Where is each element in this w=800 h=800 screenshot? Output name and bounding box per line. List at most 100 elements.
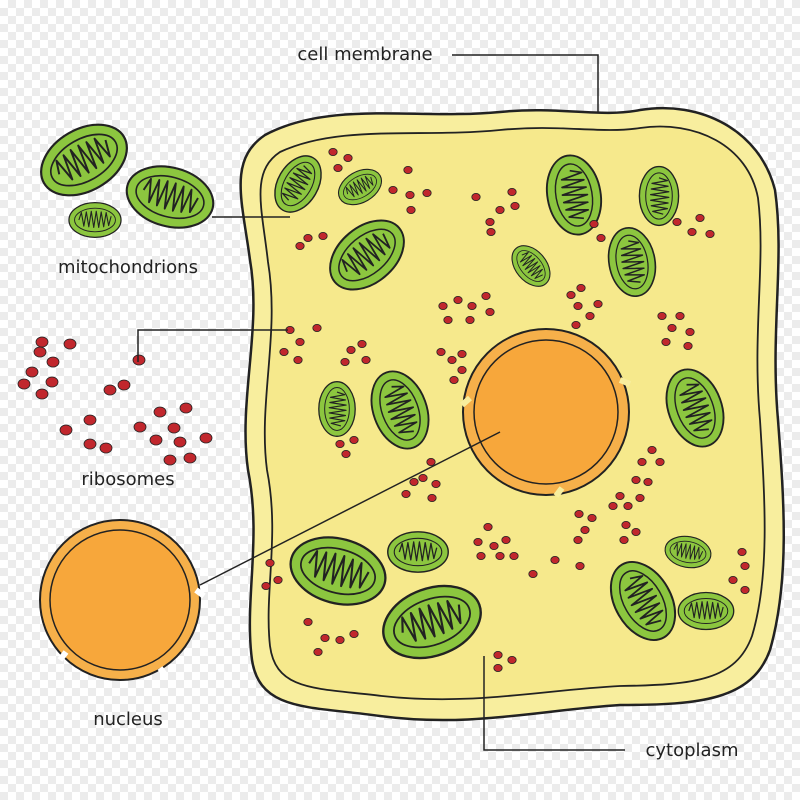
ribosome-dot-icon [261, 582, 271, 591]
ribosome-dot-icon [483, 523, 493, 532]
ribosome-dot-icon [740, 562, 750, 571]
ribosome-dot-icon [657, 311, 667, 320]
ribosome-dot-icon [163, 454, 177, 466]
ribosome-dot-icon [361, 355, 371, 364]
mitochondrion-icon [318, 381, 356, 437]
ribosome-dot-icon [471, 192, 481, 201]
ribosome-dot-icon [574, 509, 584, 518]
ribosome-dot-icon [695, 213, 705, 222]
ribosome-dot-icon [647, 445, 657, 454]
ribosome-dot-icon [427, 493, 437, 502]
label-nucleus: nucleus [93, 709, 163, 730]
ribosome-dot-icon [265, 559, 275, 568]
ribosome-dot-icon [33, 346, 47, 358]
ribosome-dot-icon [295, 337, 305, 346]
ribosome-dot-icon [637, 457, 647, 466]
ribosome-dot-icon [705, 229, 715, 238]
ribosome-dot-icon [486, 227, 496, 236]
ribosome-dot-icon [571, 320, 581, 329]
ribosome-dot-icon [132, 354, 146, 366]
ribosome-dot-icon [615, 491, 625, 500]
ribosome-dot-icon [403, 165, 413, 174]
ribosome-dot-icon [675, 311, 685, 320]
ribosome-dot-icon [335, 636, 345, 645]
ribosome-dot-icon [103, 384, 117, 396]
ribosome-dot-icon [183, 452, 197, 464]
ribosome-dot-icon [550, 556, 560, 565]
ribosome-dot-icon [485, 307, 495, 316]
ribosome-dot-icon [737, 548, 747, 557]
ribosome-dot-icon [453, 295, 463, 304]
ribosome-dot-icon [631, 475, 641, 484]
ribosome-dot-icon [575, 562, 585, 571]
ribosome-dot-icon [655, 457, 665, 466]
ribosome-dot-icon [333, 163, 343, 172]
ribosome-dot-icon [35, 388, 49, 400]
ribosome-dot-icon [346, 345, 356, 354]
ribosome-dot-icon [593, 299, 603, 308]
ribosome-dot-icon [320, 634, 330, 643]
ribosome-dot-icon [621, 521, 631, 530]
ribosome-dot-icon [507, 187, 517, 196]
ribosome-dot-icon [313, 648, 323, 657]
ribosome-dot-icon [740, 586, 750, 595]
ribosome-dot-icon [318, 231, 328, 240]
mitochondria-sample [27, 109, 222, 238]
ribosome-dot-icon [149, 434, 163, 446]
ribosome-dot-icon [457, 349, 467, 358]
ribosome-dot-icon [401, 489, 411, 498]
ribosome-dot-icon [35, 336, 49, 348]
ribosome-dot-icon [426, 457, 436, 466]
ribosome-dot-icon [596, 233, 606, 242]
ribosome-dot-icon [589, 219, 599, 228]
ribosome-dot-icon [493, 664, 503, 673]
ribosome-dot-icon [587, 514, 597, 523]
label-ribosomes: ribosomes [81, 469, 174, 490]
ribosome-dot-icon [685, 327, 695, 336]
ribosome-dot-icon [279, 347, 289, 356]
ribosome-dot-icon [83, 438, 97, 450]
ribosome-dot-icon [303, 233, 313, 242]
cell-membrane-leader [452, 54, 599, 112]
leader-lines [137, 54, 625, 751]
ribosome-dot-icon [341, 449, 351, 458]
ribosome-dot-icon [167, 422, 181, 434]
ribosome-dot-icon [566, 290, 576, 299]
ribosome-dot-icon [179, 402, 193, 414]
mitochondrion-icon [27, 109, 141, 211]
ribosome-dot-icon [436, 347, 446, 356]
ribosome-dot-icon [580, 526, 590, 535]
ribosome-dot-icon [343, 153, 353, 162]
ribosome-dot-icon [349, 435, 359, 444]
ribosome-leader [137, 329, 288, 362]
ribosome-dot-icon [340, 357, 350, 366]
ribosome-dot-icon [83, 414, 97, 426]
ribosomes-in-cell [261, 147, 750, 673]
ribosome-dot-icon [443, 315, 453, 324]
ribosome-dot-icon [687, 227, 697, 236]
ribosome-dot-icon [623, 501, 633, 510]
ribosome-dot-icon [635, 493, 645, 502]
ribosome-dot-icon [173, 436, 187, 448]
label-mitochondrions: mitochondrions [58, 257, 198, 278]
ribosome-dot-icon [510, 201, 520, 210]
mitochondrion-icon [677, 591, 735, 631]
ribosome-dot-icon [465, 315, 475, 324]
ribosome-dot-icon [473, 538, 483, 547]
ribosome-dot-icon [349, 630, 359, 639]
ribosome-dot-icon [133, 421, 147, 433]
ribosome-dot-icon [449, 375, 459, 384]
ribosome-dot-icon [199, 432, 213, 444]
ribosome-dot-icon [312, 323, 322, 332]
ribosome-dot-icon [303, 618, 313, 627]
ribosome-dot-icon [406, 205, 416, 214]
ribosome-dot-icon [667, 323, 677, 332]
ribosome-dot-icon [573, 301, 583, 310]
ribosome-dot-icon [45, 376, 59, 388]
mitochondrion-icon [68, 202, 122, 238]
ribosome-dot-icon [409, 477, 419, 486]
ribosome-dot-icon [489, 542, 499, 551]
ribosome-dot-icon [59, 424, 73, 436]
ribosome-dot-icon [661, 337, 671, 346]
ribosome-dot-icon [585, 311, 595, 320]
